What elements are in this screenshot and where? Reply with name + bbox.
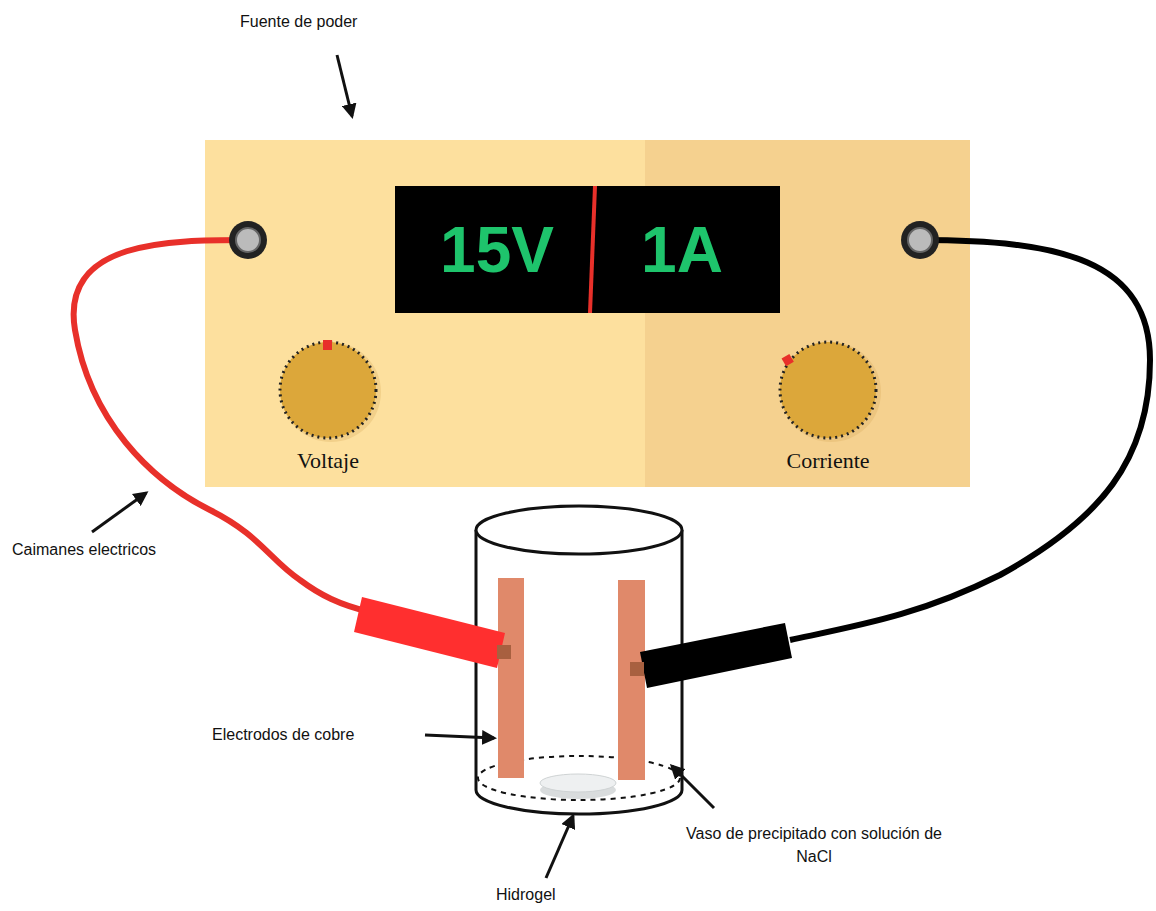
part-label: Caimanes electricos [12, 538, 232, 561]
clip-jaw [630, 662, 644, 676]
display-divider [590, 186, 595, 313]
current-knob [780, 342, 876, 438]
leader-arrow [425, 735, 494, 738]
knob-mark [782, 354, 794, 366]
display-reading: 1A [641, 213, 723, 287]
black-wire [790, 240, 1150, 640]
part-label: Hidrogel [496, 883, 616, 906]
part-label: Electrodos de cobre [212, 723, 422, 746]
knob-shadow [781, 342, 881, 442]
leader-arrow [92, 493, 146, 532]
leader-arrow [546, 816, 573, 878]
terminal [908, 228, 932, 252]
copper-electrode [618, 580, 645, 780]
beaker-rim [476, 506, 682, 554]
display-reading: 15V [440, 213, 554, 287]
black-clip [640, 623, 792, 688]
knob-mark [323, 340, 332, 350]
display [395, 186, 780, 313]
terminal [229, 221, 267, 259]
knob-label: Voltaje [297, 448, 359, 474]
power-supply: Voltaje Corriente 15V 1A [205, 140, 970, 487]
display-panel: 15V 1A [395, 186, 780, 313]
leader-arrow [672, 766, 714, 808]
knob-shadow [281, 342, 381, 442]
terminal [236, 228, 260, 252]
terminal [901, 221, 939, 259]
red-clip [354, 597, 505, 668]
leader-arrow [337, 55, 352, 116]
voltage-knob [280, 342, 376, 438]
hydrogel [540, 774, 616, 792]
part-label: Vaso de precipitado con solución de NaCl [680, 822, 948, 868]
copper-electrode [498, 578, 524, 778]
clip-jaw [497, 645, 511, 659]
part-label: Fuente de poder [240, 10, 440, 33]
knob-label: Corriente [786, 448, 869, 474]
